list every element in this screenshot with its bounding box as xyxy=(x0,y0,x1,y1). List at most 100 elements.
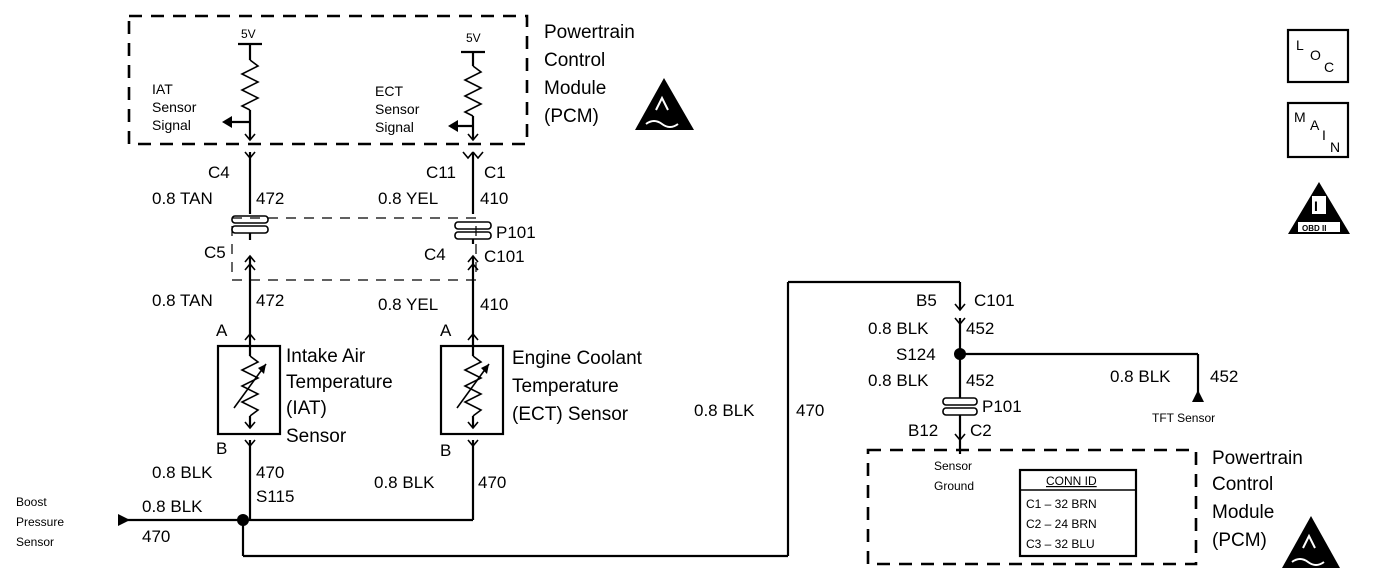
boost-arrow-icon xyxy=(118,514,130,526)
boost-label-line-2: Pressure xyxy=(16,515,64,529)
ect-connector-top xyxy=(454,221,492,230)
right-wire2-size: 0.8 BLK xyxy=(868,371,929,390)
v5-right-label: 5V xyxy=(466,31,481,45)
pcm-bottom-title-line-3: Module xyxy=(1212,502,1274,523)
esd-warning-icon xyxy=(635,78,694,130)
sensor-ground-line-1: Sensor xyxy=(934,459,972,473)
ect-conn-pin: C4 xyxy=(424,245,446,264)
svg-text:I: I xyxy=(1314,198,1318,214)
ect-connector-label: P101 xyxy=(496,223,536,242)
boost-label-line-1: Boost xyxy=(16,495,47,509)
svg-text:O: O xyxy=(1310,47,1321,63)
sensor-ground-line-2: Ground xyxy=(934,479,974,493)
boost-wire-circuit: 470 xyxy=(142,527,170,546)
svg-text:M: M xyxy=(1294,109,1306,125)
iat-wire-top-circuit: 472 xyxy=(256,189,284,208)
right-pin-b12: B12 xyxy=(908,421,938,440)
conn-id-row-3: C3 – 32 BLU xyxy=(1026,537,1095,551)
tft-sensor-label: TFT Sensor xyxy=(1152,411,1215,425)
pcm-bottom-title-line-1: Powertrain xyxy=(1212,448,1303,469)
right-wire1-size: 0.8 BLK xyxy=(868,319,929,338)
ect-pin-a: A xyxy=(440,321,452,340)
ect-wire-bottom-size: 0.8 YEL xyxy=(378,295,438,314)
pcm-top-dashed-box xyxy=(127,14,529,146)
ect-ground-circuit: 470 xyxy=(478,473,506,492)
ect-wire-top-circuit: 410 xyxy=(480,189,508,208)
svg-text:C: C xyxy=(1324,59,1334,75)
ect-wire-top-size: 0.8 YEL xyxy=(378,189,438,208)
pcm-bottom-title-line-2: Control xyxy=(1212,474,1273,495)
conn-id-row-1: C1 – 32 BRN xyxy=(1026,497,1097,511)
ect-pin-b: B xyxy=(440,441,451,460)
ect-signal-line-3: Signal xyxy=(375,119,414,135)
tft-arrow-icon xyxy=(1192,390,1204,402)
right-connector-label: P101 xyxy=(982,397,1022,416)
iat-signal-line-1: IAT xyxy=(152,81,173,97)
ground-network: Boost Pressure Sensor 0.8 BLK 470 0.8 BL… xyxy=(16,280,960,558)
iat-conn-pin: C5 xyxy=(204,243,226,262)
loc-icon[interactable]: L O C xyxy=(1286,28,1350,84)
ect-sensor-line-2: Temperature xyxy=(512,376,619,397)
p101-right-connector-top xyxy=(942,397,978,406)
iat-thermistor-icon xyxy=(240,355,260,417)
iat-wire-top-size: 0.8 TAN xyxy=(152,189,213,208)
iat-signal-line-2: Sensor xyxy=(152,99,197,115)
ect-signal-line-2: Sensor xyxy=(375,101,420,117)
right-splice-label: S124 xyxy=(896,345,936,364)
arrow-left-icon xyxy=(448,120,458,132)
svg-text:I: I xyxy=(1322,127,1326,143)
right-wire1-circuit: 452 xyxy=(966,319,994,338)
svg-text:A: A xyxy=(1310,117,1320,133)
iat-pcm-pin: C4 xyxy=(208,163,230,182)
svg-text:N: N xyxy=(1330,139,1340,155)
iat-connector-top xyxy=(231,215,269,224)
ground-run-size: 0.8 BLK xyxy=(694,401,755,420)
ect-wire-bottom-circuit: 410 xyxy=(480,295,508,314)
pcm-bottom-title-line-4: (PCM) xyxy=(1212,530,1267,551)
ect-sensor-line-1: Engine Coolant xyxy=(512,348,643,369)
iat-pin-a: A xyxy=(216,321,228,340)
ect-sensor-line-3: (ECT) Sensor xyxy=(512,404,629,425)
v5-left-label: 5V xyxy=(241,27,256,41)
pcm-bottom-dashed-box xyxy=(866,448,1198,566)
iat-signal-line-3: Signal xyxy=(152,117,191,133)
right-pin-c2: C2 xyxy=(970,421,992,440)
ect-circuit: C11 C1 0.8 YEL 410 P101 C4 C101 0.8 YEL … xyxy=(374,151,643,520)
iat-sensor-line-3: (IAT) xyxy=(286,398,327,419)
ect-signal-line-1: ECT xyxy=(375,83,403,99)
pcm-top-module: Powertrain Control Module (PCM) 5V IAT S… xyxy=(127,14,694,146)
iat-sensor-line-1: Intake Air xyxy=(286,346,366,367)
iat-connector-bottom xyxy=(231,225,269,234)
iat-pin-b: B xyxy=(216,439,227,458)
ground-run-circuit: 470 xyxy=(796,401,824,420)
pullup-resistor-left xyxy=(240,59,260,111)
iat-wire-bottom-circuit: 472 xyxy=(256,291,284,310)
iat-ground-size: 0.8 BLK xyxy=(152,463,213,482)
p101-right-connector-bottom xyxy=(942,407,978,416)
ect-ground-size: 0.8 BLK xyxy=(374,473,435,492)
svg-text:OBD II: OBD II xyxy=(1302,224,1326,233)
obd-icon[interactable]: I OBD II xyxy=(1288,182,1350,234)
boost-label-line-3: Sensor xyxy=(16,535,54,549)
conn-id-title: CONN ID xyxy=(1046,474,1097,488)
iat-wire-bottom-size: 0.8 TAN xyxy=(152,291,213,310)
main-icon[interactable]: M A I N xyxy=(1286,101,1350,159)
pcm-top-title-line-2: Control xyxy=(544,50,605,71)
p101-connector-outline xyxy=(231,217,477,281)
right-conn-c101: C101 xyxy=(974,291,1015,310)
pcm-bottom-module: Sensor Ground CONN ID C1 – 32 BRN C2 – 2… xyxy=(866,448,1340,568)
iat-circuit: C4 0.8 TAN 472 C5 0.8 TAN 472 A Intake A… xyxy=(152,151,393,520)
pcm-top-title-line-4: (PCM) xyxy=(544,106,599,127)
arrow-left-icon xyxy=(222,116,232,128)
esd-warning-icon xyxy=(1282,516,1340,568)
conn-id-row-2: C2 – 24 BRN xyxy=(1026,517,1097,531)
iat-sensor-line-2: Temperature xyxy=(286,372,393,393)
tft-wire-size: 0.8 BLK xyxy=(1110,367,1171,386)
tft-wire-circuit: 452 xyxy=(1210,367,1238,386)
ect-pcm-pin-c11: C11 xyxy=(426,163,456,182)
pcm-top-title-line-1: Powertrain xyxy=(544,22,635,43)
conn-id-box xyxy=(1018,468,1138,558)
right-wire2-circuit: 452 xyxy=(966,371,994,390)
pullup-resistor-right xyxy=(463,65,483,117)
